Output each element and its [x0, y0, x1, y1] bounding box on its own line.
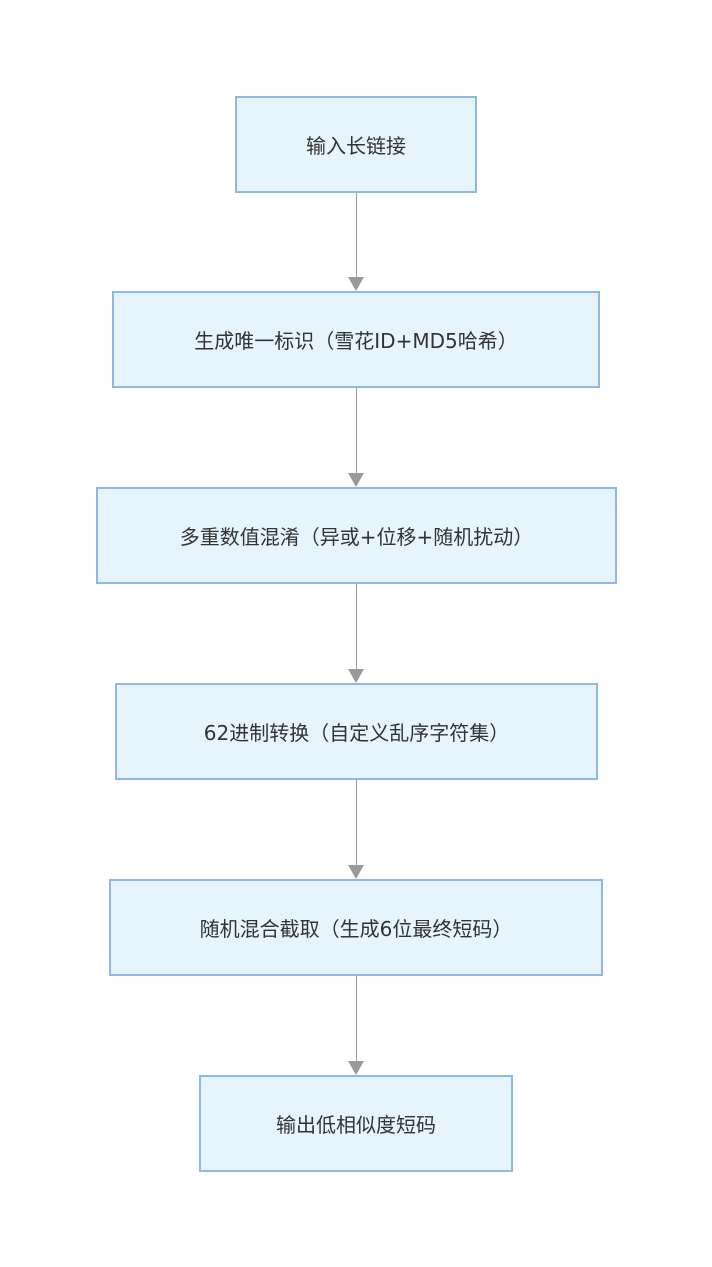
node-input-long-link: 输入长链接	[235, 96, 477, 193]
edge-connector	[356, 976, 357, 1061]
node-label: 62进制转换（自定义乱序字符集）	[203, 721, 510, 745]
edge-connector	[356, 388, 357, 473]
arrow-down-icon	[348, 473, 364, 487]
node-output-short-code: 输出低相似度短码	[199, 1075, 513, 1172]
edge-connector	[356, 780, 357, 865]
edge-connector	[356, 584, 357, 669]
node-label: 输出低相似度短码	[276, 1113, 436, 1137]
edge-connector	[356, 193, 357, 277]
node-label: 输入长链接	[306, 134, 406, 158]
node-label: 随机混合截取（生成6位最终短码）	[199, 917, 513, 941]
node-label: 多重数值混淆（异或+位移+随机扰动）	[179, 525, 534, 549]
arrow-down-icon	[348, 1061, 364, 1075]
node-base62-conversion: 62进制转换（自定义乱序字符集）	[115, 683, 598, 780]
node-label: 生成唯一标识（雪花ID+MD5哈希）	[194, 329, 518, 353]
node-generate-unique-id: 生成唯一标识（雪花ID+MD5哈希）	[112, 291, 600, 388]
node-random-truncate: 随机混合截取（生成6位最终短码）	[109, 879, 603, 976]
node-multi-obfuscation: 多重数值混淆（异或+位移+随机扰动）	[96, 487, 617, 584]
arrow-down-icon	[348, 669, 364, 683]
arrow-down-icon	[348, 277, 364, 291]
arrow-down-icon	[348, 865, 364, 879]
